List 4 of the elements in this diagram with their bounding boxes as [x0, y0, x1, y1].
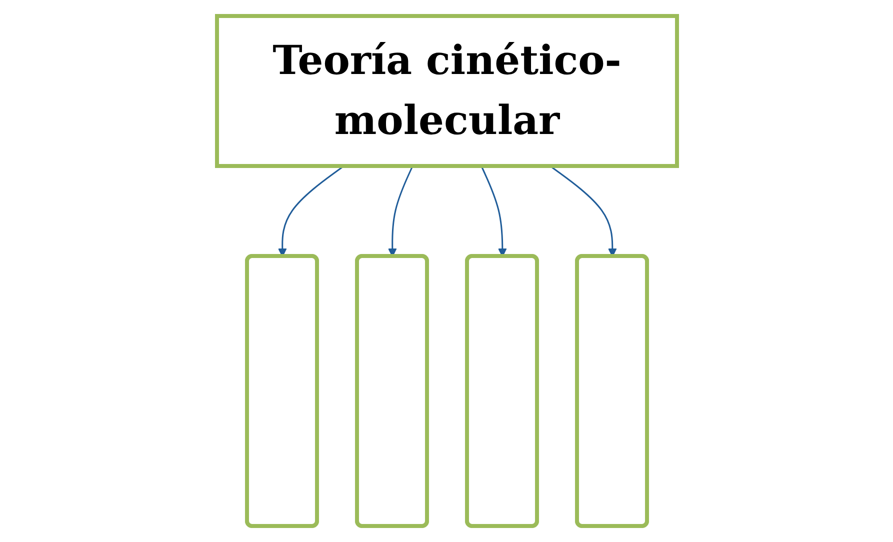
arrow: [388, 166, 413, 257]
node-box: Teoría cinético-molecular: [214, 14, 678, 168]
arrow: [480, 166, 506, 257]
arrow: [549, 165, 616, 257]
